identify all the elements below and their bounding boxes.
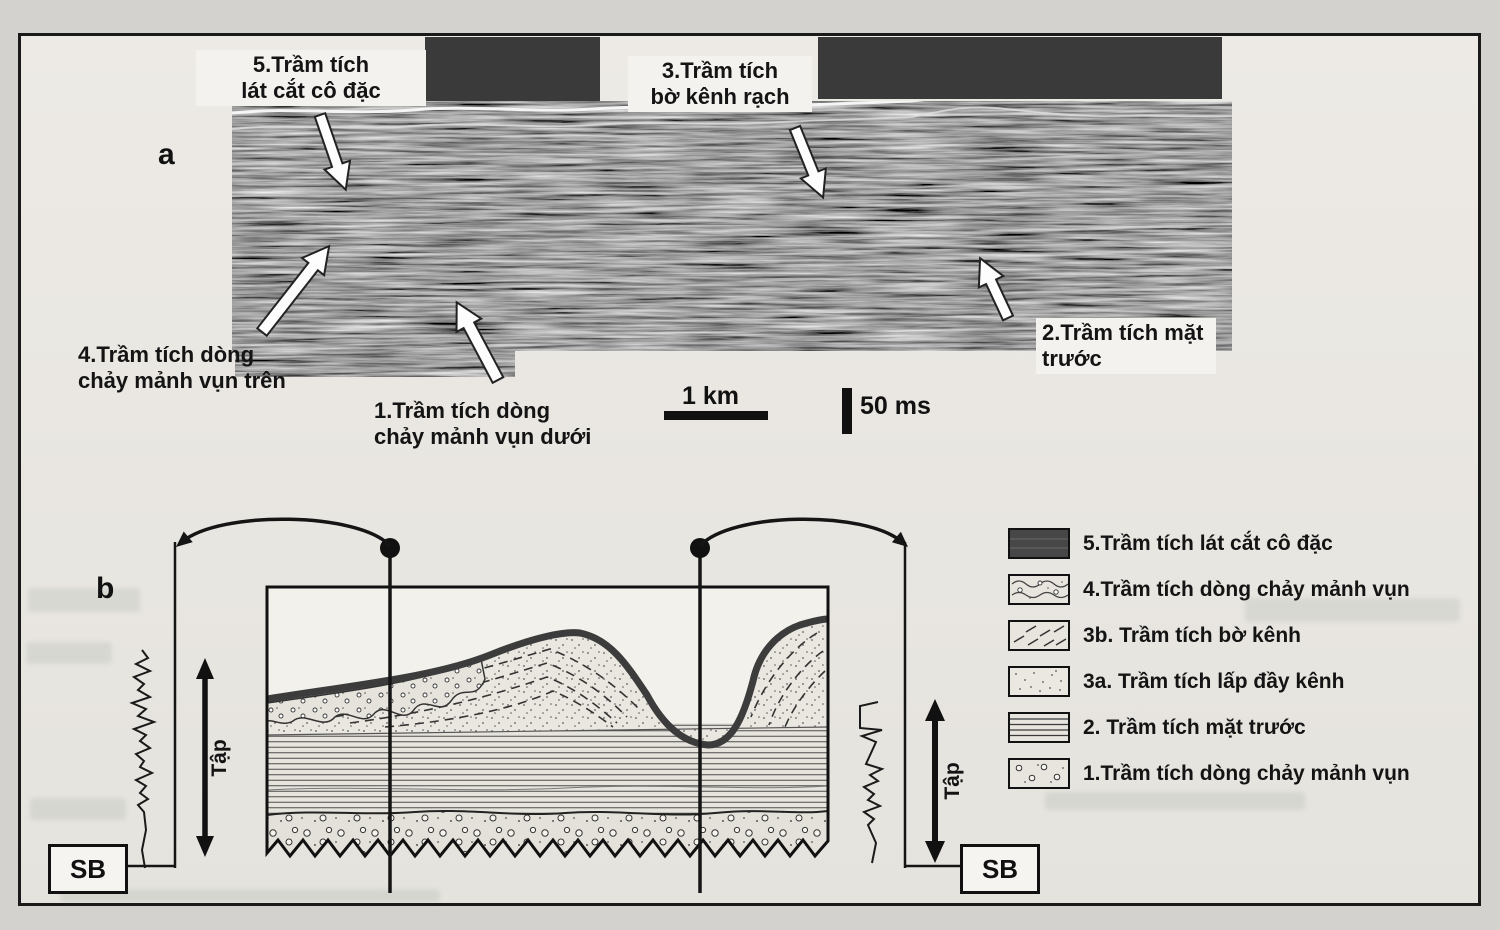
bleedthrough-streak — [30, 798, 126, 820]
well-log-right — [859, 701, 885, 864]
horizontal-scale-label: 1 km — [682, 382, 739, 410]
legend-label: 3a. Trầm tích lấp đầy kênh — [1083, 669, 1345, 693]
panel-a-label-2: 2.Trầm tích mặt trước — [1036, 318, 1216, 374]
bleedthrough-streak — [28, 588, 140, 612]
seismic-noise-field — [232, 101, 1232, 351]
legend: 5.Trầm tích lát cắt cô đặc 4.Trầm tích d… — [1008, 528, 1410, 789]
legend-item: 3a. Trầm tích lấp đầy kênh — [1008, 666, 1410, 697]
legend-swatch-5 — [1008, 528, 1070, 559]
tap-label-left: Tập — [208, 739, 231, 776]
arrow-5-icon — [313, 111, 352, 192]
legend-item: 2. Trầm tích mặt trước — [1008, 712, 1410, 743]
legend-label: 3b. Trầm tích bờ kênh — [1083, 623, 1301, 647]
arrow-1-icon — [455, 300, 505, 385]
legend-item: 1.Trầm tích dòng chảy mảnh vụn — [1008, 758, 1410, 789]
legend-label: 1.Trầm tích dòng chảy mảnh vụn — [1083, 761, 1410, 785]
correlation-curve-left — [180, 517, 392, 548]
panel-a-label-1: 1.Trầm tích dòng chảy mảnh vụn dưới — [374, 398, 592, 449]
arrow-3-icon — [788, 124, 828, 200]
sb-box-right: SB — [960, 844, 1040, 894]
seismic-image — [232, 101, 1232, 385]
legend-item: 5.Trầm tích lát cắt cô đặc — [1008, 528, 1410, 559]
legend-label: 5.Trầm tích lát cắt cô đặc — [1083, 531, 1333, 555]
bleedthrough-streak — [1045, 792, 1305, 810]
seismic-top-block-left — [425, 37, 600, 113]
panel-a-label-3: 3.Trầm tích bờ kênh rạch — [628, 56, 812, 112]
annotation-arrows — [255, 111, 1015, 385]
legend-swatch-1 — [1008, 758, 1070, 789]
arrow-2-icon — [977, 256, 1015, 322]
sequence-arrowhead — [196, 658, 214, 679]
vertical-scale-bar — [842, 388, 852, 434]
panel-a-label-5: 5.Trầm tích lát cắt cô đặc — [196, 50, 426, 106]
bleedthrough-streak — [26, 642, 112, 664]
panel-letter-b: b — [96, 572, 115, 605]
sequence-arrowhead — [925, 841, 945, 863]
correlation-curve-right — [698, 517, 904, 548]
well-log-left — [129, 649, 157, 869]
legend-item: 4.Trầm tích dòng chảy mảnh vụn — [1008, 574, 1410, 605]
tap-label-right: Tập — [941, 762, 964, 799]
well-lines — [388, 548, 702, 893]
cross-section-diagram — [265, 585, 830, 859]
legend-swatch-3b — [1008, 620, 1070, 651]
legend-swatch-3a — [1008, 666, 1070, 697]
legend-label: 4.Trầm tích dòng chảy mảnh vụn — [1083, 577, 1410, 601]
panel-letter-a: a — [158, 138, 175, 171]
panel-a-label-4: 4.Trầm tích dòng chảy mảnh vụn trên — [78, 342, 286, 393]
sequence-arrowhead — [196, 836, 214, 857]
legend-item: 3b. Trầm tích bờ kênh — [1008, 620, 1410, 651]
cross-section-panel: Tập Tập — [122, 517, 964, 893]
arrow-4-icon — [255, 244, 331, 338]
vertical-scale-label: 50 ms — [860, 392, 931, 420]
horizontal-scale-bar — [664, 411, 768, 420]
seismic-noise-extension — [235, 351, 515, 377]
sb-box-left: SB — [48, 844, 128, 894]
seismic-reflectors — [232, 101, 1232, 280]
legend-label: 2. Trầm tích mặt trước — [1083, 715, 1306, 739]
sequence-arrowhead — [925, 699, 945, 721]
seismic-top-block-right — [818, 37, 1222, 99]
bleedthrough-streak — [60, 889, 440, 902]
bleedthrough-streak — [1245, 598, 1460, 622]
legend-swatch-2 — [1008, 712, 1070, 743]
legend-swatch-4 — [1008, 574, 1070, 605]
layer-5-condensed-drape — [267, 615, 828, 749]
correlation-arrowhead-left — [176, 531, 193, 547]
